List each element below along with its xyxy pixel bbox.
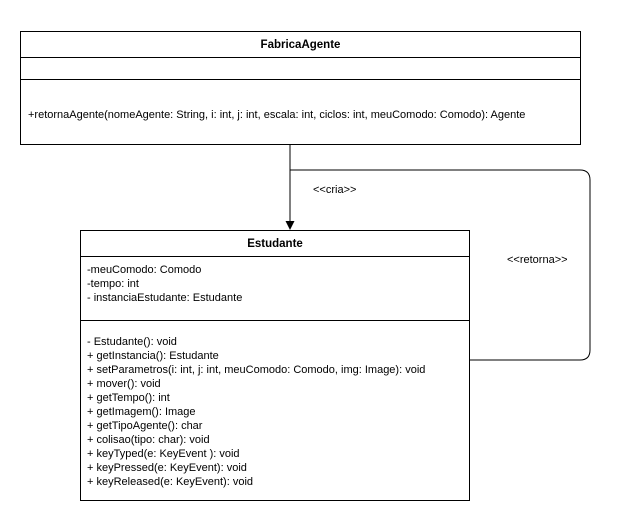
estudante-method: + getTempo(): int <box>87 392 170 404</box>
fabrica-title-divider <box>21 57 580 58</box>
estudante-method: + mover(): void <box>87 378 161 390</box>
fabrica-agente-title: FabricaAgente <box>260 39 341 51</box>
estudante-method: + keyTyped(e: KeyEvent ): void <box>87 448 240 460</box>
estudante-method: + colisao(tipo: char): void <box>87 434 210 446</box>
retorna-label: <<retorna>> <box>507 254 568 266</box>
cria-label: <<cria>> <box>313 184 357 196</box>
estudante-method: + getImagem(): Image <box>87 406 196 418</box>
estudante-class[interactable]: Estudante -meuComodo: Comodo -tempo: int… <box>80 230 470 501</box>
cria-arrowhead <box>285 221 295 230</box>
fabrica-method: +retornaAgente(nomeAgente: String, i: in… <box>28 109 526 121</box>
estudante-method: - Estudante(): void <box>87 336 177 348</box>
estudante-method: + getTipoAgente(): char <box>87 420 203 432</box>
estudante-method: + keyPressed(e: KeyEvent): void <box>87 462 247 474</box>
estudante-attributes-divider <box>81 320 469 321</box>
estudante-attribute: -tempo: int <box>87 278 139 290</box>
estudante-method: + setParametros(i: int, j: int, meuComod… <box>87 364 426 376</box>
estudante-method: + keyReleased(e: KeyEvent): void <box>87 476 254 488</box>
estudante-title-divider <box>81 256 469 257</box>
estudante-title: Estudante <box>247 238 303 250</box>
fabrica-attributes-divider <box>21 79 580 80</box>
estudante-method: + getInstancia(): Estudante <box>87 350 219 362</box>
estudante-attribute: - instanciaEstudante: Estudante <box>87 292 243 304</box>
retorna-connector <box>290 169 591 361</box>
estudante-attribute: -meuComodo: Comodo <box>87 264 202 276</box>
fabrica-agente-class[interactable]: FabricaAgente +retornaAgente(nomeAgente:… <box>20 31 581 145</box>
